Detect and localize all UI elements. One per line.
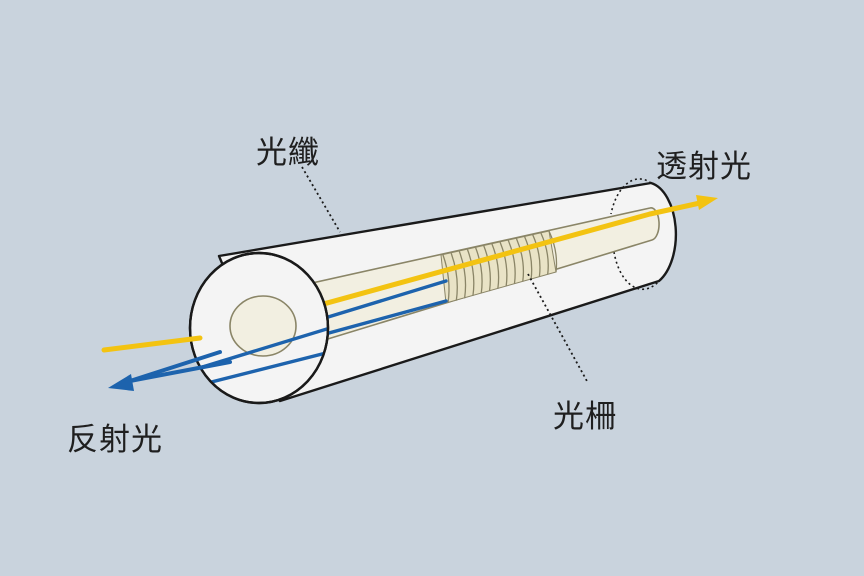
grating-band xyxy=(475,247,483,294)
grating-band xyxy=(548,230,558,273)
light-rays-outside xyxy=(101,195,718,391)
grating-bands xyxy=(442,230,558,304)
grating-band xyxy=(523,236,533,280)
leader-lines xyxy=(301,166,589,384)
incident-light-ray xyxy=(101,335,203,353)
fiber-label: 光纖 xyxy=(256,135,320,171)
grating-band xyxy=(515,238,525,282)
grating-band xyxy=(458,251,467,299)
grating-band xyxy=(450,252,458,301)
reflected-light-exit-upper xyxy=(128,350,222,383)
arrow-right-icon xyxy=(696,195,718,210)
grating-band xyxy=(466,249,475,296)
grating-leader-line xyxy=(527,273,589,384)
grating-label: 光柵 xyxy=(553,399,617,435)
arrow-left-icon xyxy=(108,374,134,391)
reflected-light-ray-face xyxy=(190,326,328,382)
fiber-front-face xyxy=(188,251,330,405)
grating-band xyxy=(442,254,450,304)
reflected-light-ray-face-inner xyxy=(190,350,328,397)
grating-band xyxy=(532,234,541,277)
grating-band xyxy=(499,241,508,287)
reflected-light-exit xyxy=(128,360,232,383)
transmitted-light-exit xyxy=(647,200,703,217)
grating-band xyxy=(507,239,516,285)
grating-band xyxy=(483,245,491,292)
transmitted-light-label: 透射光 xyxy=(656,149,752,185)
reflected-light-label: 反射光 xyxy=(67,422,163,458)
grating-band xyxy=(491,243,500,289)
grating-band xyxy=(540,232,549,275)
